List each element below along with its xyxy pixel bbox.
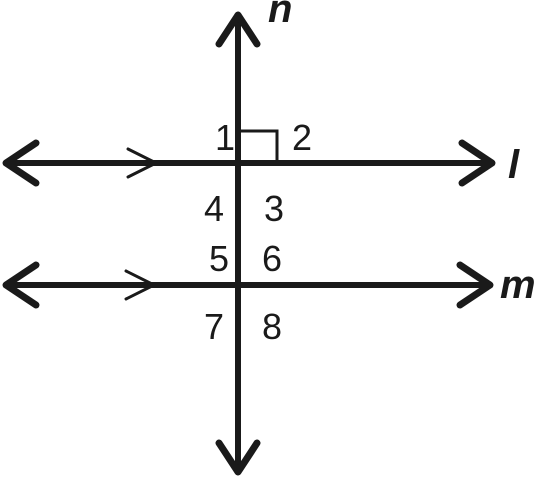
right-angle-marker (241, 129, 279, 160)
line-l-parallel-mark (126, 147, 158, 179)
angle-1-label: 1 (215, 117, 235, 158)
line-l (2, 139, 496, 187)
line-m-right-arrowhead (456, 261, 494, 309)
line-n-top-arrowhead (215, 11, 261, 48)
angle-3-label: 3 (264, 188, 284, 229)
line-l-label: l (508, 143, 520, 187)
angle-4-label: 4 (204, 188, 224, 229)
line-n-label: n (268, 0, 292, 31)
angle-8-label: 8 (262, 306, 282, 347)
line-n-bottom-arrowhead (215, 439, 261, 476)
line-m-parallel-mark (124, 269, 156, 301)
line-n (215, 11, 261, 476)
angle-6-label: 6 (262, 238, 282, 279)
line-l-right-arrowhead (458, 139, 496, 187)
line-m (2, 261, 494, 309)
line-m-left-arrowhead (2, 261, 40, 309)
angle-2-label: 2 (292, 117, 312, 158)
angle-7-label: 7 (204, 306, 224, 347)
angle-5-label: 5 (209, 238, 229, 279)
line-m-label: m (500, 263, 536, 307)
line-l-left-arrowhead (2, 139, 40, 187)
